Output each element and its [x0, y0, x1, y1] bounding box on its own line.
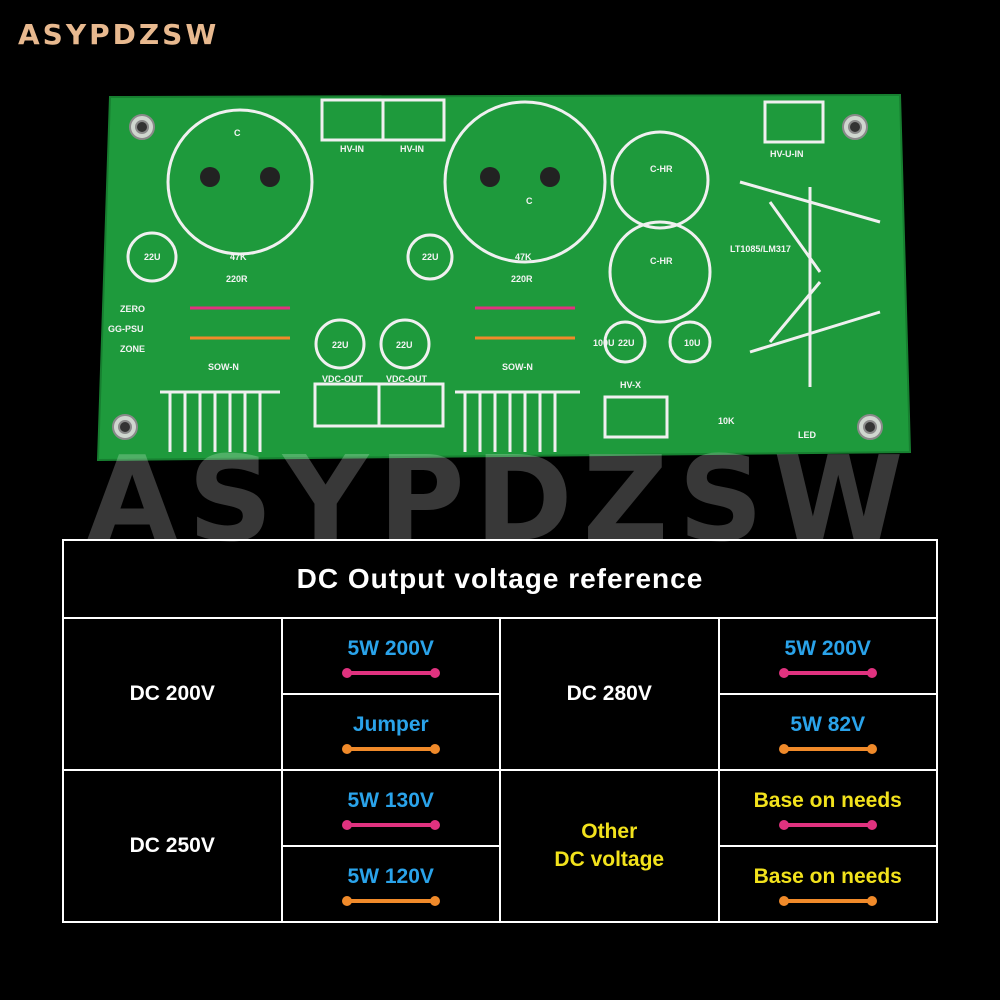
label-zero: ZERO [120, 304, 145, 314]
label-vdc-out-2: VDC-OUT [386, 374, 427, 384]
spec-text: 5W 200V [784, 637, 871, 660]
label-22u-1: 22U [144, 252, 161, 262]
label-sow-2: SOW-N [502, 362, 533, 372]
big-cap-1 [166, 108, 314, 256]
row1-right-opt1: 5W 200V [717, 617, 938, 695]
label-r47k-2: 47K [515, 252, 532, 262]
label-chr-2: C-HR [650, 256, 673, 266]
big-cap-2 [443, 100, 607, 264]
row2-right-opt2: Base on needs [717, 845, 938, 923]
row1-left-label: DC 200V [62, 617, 283, 771]
label-hv-in-2: HV-IN [400, 144, 424, 154]
row2-left-opt2: 5W 120V [280, 845, 501, 923]
label-c-2: C [526, 196, 533, 206]
label-regulator: LT1085/LM317 [730, 244, 791, 254]
brand-logo: ASYPDZSW [18, 18, 220, 51]
spec-text: Jumper [352, 713, 429, 736]
spec-text: 5W 130V [347, 789, 434, 812]
spec-text: 5W 200V [347, 637, 434, 660]
label-r47k-1: 47K [230, 252, 247, 262]
row1-left-opt1: 5W 200V [280, 617, 501, 695]
orange-bar [778, 896, 877, 906]
label-hv-in-1: HV-IN [340, 144, 364, 154]
row1-left-opt2: Jumper [280, 693, 501, 771]
label-r10k: 10K [718, 416, 735, 426]
label-22u-5: 22U [618, 338, 635, 348]
label-led: LED [798, 430, 817, 440]
label-c-1: C [234, 128, 241, 138]
label-chr-1: C-HR [650, 164, 673, 174]
spec-text: Base on needs [753, 789, 902, 812]
orange-bar [778, 744, 877, 754]
label-100u: 100U [593, 338, 615, 348]
label-gg-psu: GG-PSU [108, 324, 144, 334]
row1-right-label: DC 280V [499, 617, 720, 771]
table-title: DC Output voltage reference [62, 539, 938, 619]
pcb-board-image: HV-IN HV-IN HV-U-IN VDC-OUT VDC-OUT SOW-… [96, 93, 912, 462]
pink-bar [341, 668, 440, 678]
spec-text: Base on needs [753, 865, 902, 888]
pink-bar [778, 668, 877, 678]
spec-text: 5W 82V [790, 713, 866, 736]
label-22u-2: 22U [422, 252, 439, 262]
spec-text: 5W 120V [347, 865, 434, 888]
label-r220r-2: 220R [511, 274, 533, 284]
label-hv-u-in: HV-U-IN [770, 149, 804, 159]
orange-bar [341, 896, 440, 906]
pink-bar [341, 820, 440, 830]
other-dc-label: Other DC voltage [554, 820, 665, 871]
row2-left-opt1: 5W 130V [280, 769, 501, 847]
label-sow-1: SOW-N [208, 362, 239, 372]
label-r220r-1: 220R [226, 274, 248, 284]
row2-right-label: Other DC voltage [499, 769, 720, 923]
label-22u-3: 22U [332, 340, 349, 350]
label-22u-4: 22U [396, 340, 413, 350]
label-vdc-out-1: VDC-OUT [322, 374, 363, 384]
pink-bar [778, 820, 877, 830]
row2-right-opt1: Base on needs [717, 769, 938, 847]
label-zone: ZONE [120, 344, 145, 354]
label-hv-x: HV-X [620, 380, 641, 390]
reference-table: DC Output voltage reference DC 200V 5W 2… [62, 539, 938, 923]
orange-bar [341, 744, 440, 754]
row2-left-label: DC 250V [62, 769, 283, 923]
label-10u: 10U [684, 338, 701, 348]
row1-right-opt2: 5W 82V [717, 693, 938, 771]
